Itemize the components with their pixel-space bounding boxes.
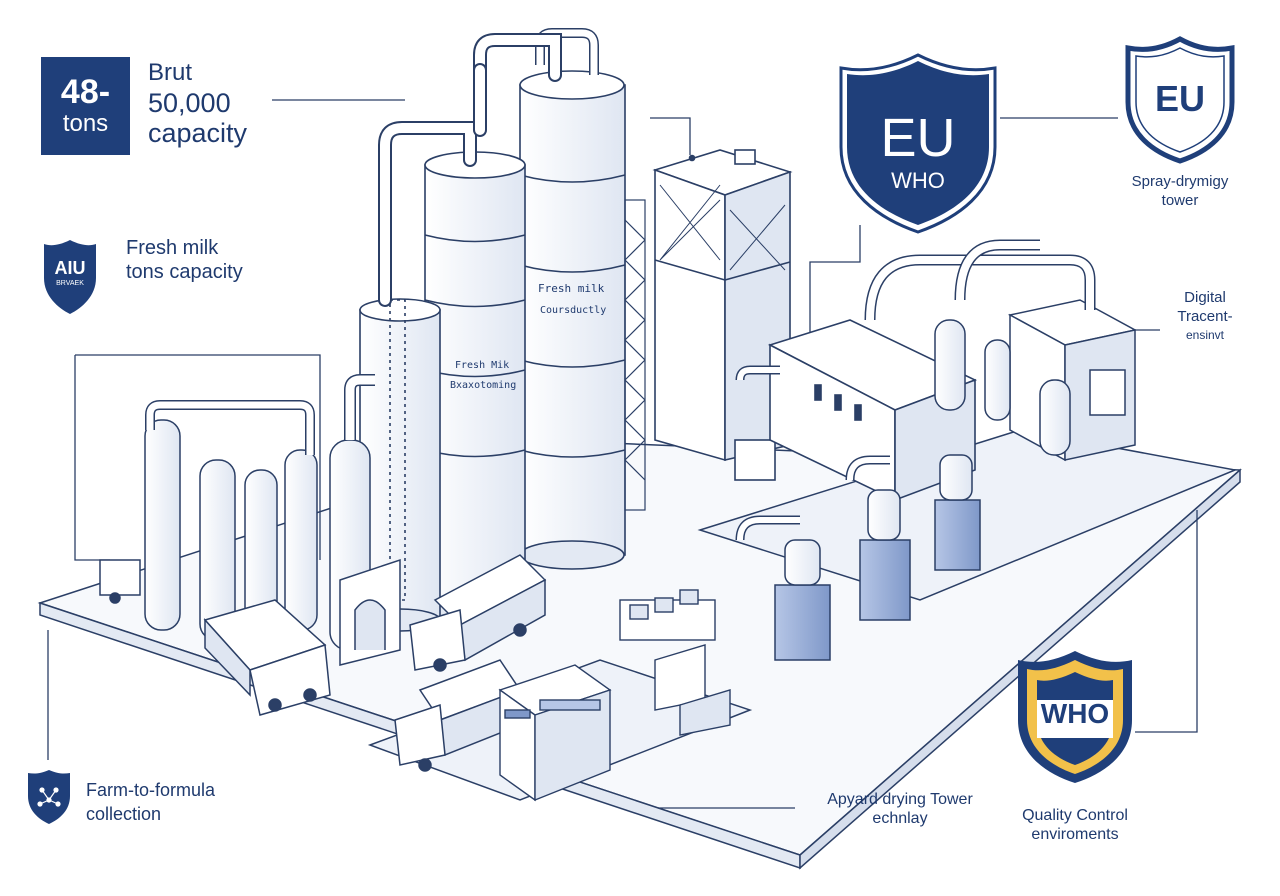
evaporator-cluster xyxy=(144,374,401,666)
digital-line2: Tracent- xyxy=(1177,308,1233,325)
drying-line2: echnlay xyxy=(872,810,928,827)
quality-line2: enviroments xyxy=(1031,826,1119,843)
quality-text: Quality Control enviroments xyxy=(1000,806,1150,844)
spray-tower-line1: Spray-drymigy xyxy=(1131,173,1229,190)
drying-text: Apyard drying Tower echnlay xyxy=(800,790,1000,828)
truck-icon xyxy=(203,599,331,716)
capacity-stat-box: 48- tons xyxy=(41,57,130,155)
shield-icon xyxy=(1018,651,1132,783)
digital-text: Digital Tracent- ensinvt xyxy=(1160,288,1250,345)
spray-tower-text: Spray-drymigy tower xyxy=(1100,172,1260,210)
shield-eu-label: EU xyxy=(1154,78,1205,119)
blue-units xyxy=(735,454,981,661)
overhead-pipes xyxy=(378,33,562,307)
quality-line1: Quality Control xyxy=(1022,807,1128,824)
scaffold xyxy=(624,199,646,511)
shield-eu-who-top: EU xyxy=(880,108,956,168)
capacity-text: Brut 50,000 capacity xyxy=(148,58,247,148)
capacity-value: 48- xyxy=(60,73,111,111)
shield-icon xyxy=(44,240,96,314)
packaging-line xyxy=(498,589,731,802)
shield-eu-who-bottom: WHO xyxy=(891,168,945,193)
capacity-line2: 50,000 xyxy=(148,88,231,118)
farm-line2: collection xyxy=(86,804,162,824)
shield-icon xyxy=(839,53,997,234)
farm-line1: Farm-to-formula xyxy=(86,780,216,800)
shield-icon xyxy=(1125,36,1235,164)
right-equipment xyxy=(864,239,1138,462)
fresh-milk-badge-title: AIU xyxy=(54,258,86,278)
farm-text: Farm-to-formula collection xyxy=(86,778,215,826)
capacity-line3: capacity xyxy=(148,118,248,148)
silo-mid-label-1: Fresh Mik xyxy=(455,360,510,371)
silo-mid-label-2: Bxaxotoming xyxy=(450,380,517,391)
silo-tall xyxy=(519,28,626,570)
truck-icon xyxy=(99,559,141,604)
silo-tall-label-2: Coursductly xyxy=(540,305,607,316)
fresh-milk-badge-sub: BRVAEK xyxy=(56,280,84,287)
drying-line1: Apyard drying Tower xyxy=(827,791,973,808)
silo-tall-label-1: Fresh milk xyxy=(538,282,605,295)
fresh-milk-line2: tons capacity xyxy=(126,261,243,283)
fresh-milk-text: Fresh milk tons capacity xyxy=(126,236,243,284)
capacity-unit: tons xyxy=(62,110,109,137)
capacity-line1: Brut xyxy=(148,59,193,86)
digital-line1: Digital xyxy=(1184,289,1226,306)
network-icon xyxy=(28,770,70,824)
spray-tower-line2: tower xyxy=(1161,192,1199,209)
leader-lines xyxy=(47,99,1198,809)
digital-line3: ensinvt xyxy=(1185,328,1225,342)
shield-who-label: WHO xyxy=(1040,698,1110,729)
fresh-milk-line1: Fresh milk xyxy=(126,237,219,259)
truck-icon xyxy=(409,554,547,672)
